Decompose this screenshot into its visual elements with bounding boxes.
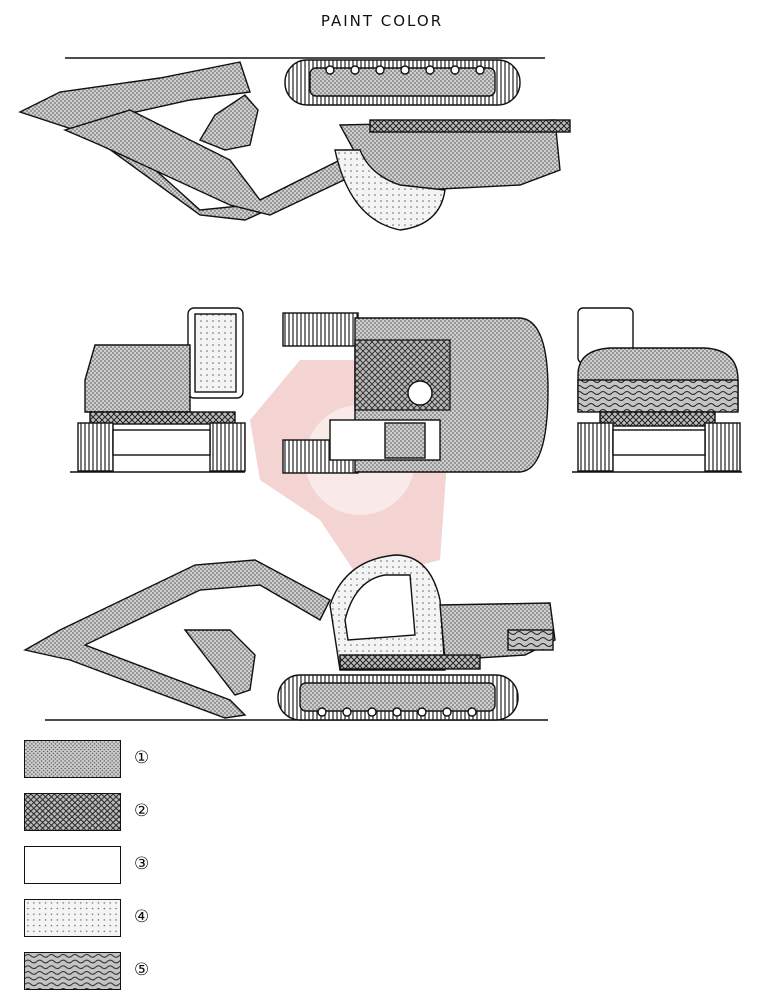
side-view-bottom	[23, 554, 556, 721]
rear-view	[572, 307, 742, 473]
legend-number-1: ①	[134, 748, 150, 768]
side-view-top	[18, 57, 571, 231]
legend-swatch-3	[24, 846, 121, 884]
legend-number-2: ②	[134, 801, 150, 821]
legend-swatch-4	[24, 899, 121, 937]
page-title: PAINT COLOR	[320, 12, 444, 30]
legend-number-3: ③	[134, 854, 150, 874]
legend-number-5: ⑤	[134, 960, 150, 980]
top-view	[282, 312, 549, 474]
front-view	[70, 307, 246, 473]
legend-swatch-5	[24, 952, 121, 990]
legend-number-4: ④	[134, 907, 150, 927]
legend-swatch-1	[24, 740, 121, 778]
legend-swatch-2	[24, 793, 121, 831]
